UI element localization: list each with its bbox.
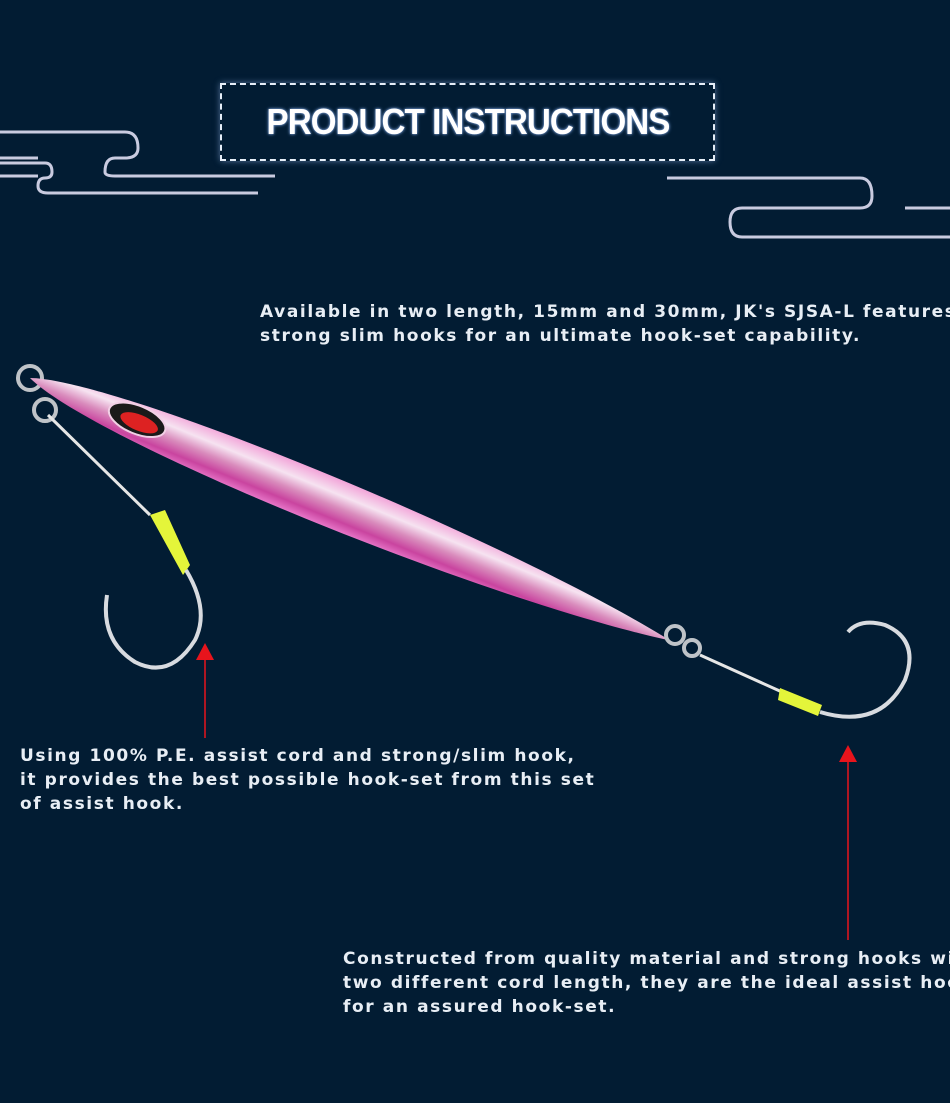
description-line: for an assured hook-set. (343, 997, 617, 1017)
assist-sleeve-left (150, 510, 190, 575)
wave-decoration-right (667, 176, 950, 239)
page-title: PRODUCT INSTRUCTIONS (266, 101, 670, 142)
pointer-arrow-right (839, 745, 857, 940)
description-line: Constructed from quality material and st… (343, 949, 950, 969)
description-line: strong slim hooks for an ultimate hook-s… (260, 326, 862, 346)
title-frame: PRODUCT INSTRUCTIONS (220, 83, 715, 161)
fishing-jig (16, 364, 912, 719)
pointer-arrow-left (196, 643, 214, 738)
wave-decoration-left (0, 130, 275, 195)
description-top: Available in two length, 15mm and 30mm, … (260, 300, 950, 348)
description-bottom: Constructed from quality material and st… (343, 947, 950, 1019)
description-line: it provides the best possible hook-set f… (20, 770, 596, 790)
description-left: Using 100% P.E. assist cord and strong/s… (20, 744, 595, 816)
hook-right (819, 620, 912, 719)
description-line: Using 100% P.E. assist cord and strong/s… (20, 746, 576, 766)
description-line: of assist hook. (20, 794, 184, 814)
description-line: two different cord length, they are the … (343, 973, 950, 993)
hook-left (103, 568, 203, 670)
assist-sleeve-right (778, 688, 822, 716)
description-line: Available in two length, 15mm and 30mm, … (260, 302, 950, 322)
